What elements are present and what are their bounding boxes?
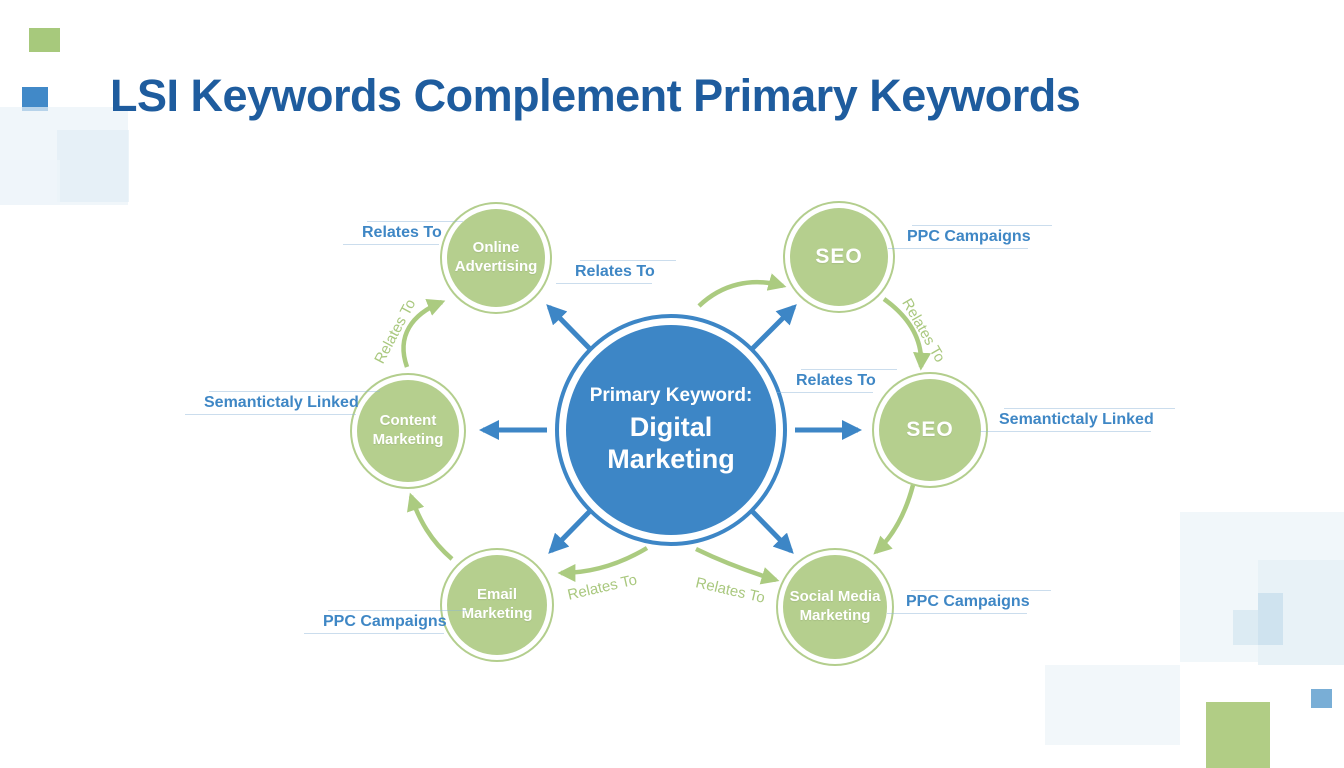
node-content-marketing: Content Marketing xyxy=(350,373,466,489)
deco-faded-square xyxy=(1258,593,1283,645)
label-semantically-linked-right: Semantictaly Linked xyxy=(980,408,1175,432)
primary-keyword-prefix: Primary Keyword: xyxy=(589,384,753,406)
arrow-center-bottom-to-social-media xyxy=(695,546,780,585)
label-ppc-campaigns-bottom-left: PPC Campaigns xyxy=(304,610,468,634)
deco-green-square-bottom-right xyxy=(1206,702,1270,768)
arrow-email-to-content-marketing xyxy=(407,492,454,561)
label-relates-to-seo-right: Relates To xyxy=(777,369,897,393)
node-social-media: Social Media Marketing xyxy=(776,548,894,666)
node-content-marketing-label: Content Marketing xyxy=(372,412,444,448)
node-primary-keyword: Primary Keyword: Digital Marketing xyxy=(555,314,787,546)
label-relates-to-online-advertising: Relates To xyxy=(343,221,463,245)
arrow-seo-right-to-social-media xyxy=(873,484,916,555)
page-title: LSI Keywords Complement Primary Keywords xyxy=(110,70,1081,122)
deco-faded-square xyxy=(1045,665,1180,745)
label-semantically-linked-left: Semantictaly Linked xyxy=(185,391,380,415)
node-online-advertising: Online Advertising xyxy=(440,202,552,314)
arrow-center-to-email-marketing xyxy=(548,506,595,554)
node-seo-top: SEO xyxy=(783,201,895,313)
primary-keyword-line1: Digital xyxy=(629,411,713,442)
deco-faded-square xyxy=(57,130,129,202)
arrow-seo-top-to-seo-right xyxy=(882,297,931,371)
node-seo-top-label: SEO xyxy=(815,244,863,268)
arrow-center-bottom-to-email-marketing xyxy=(557,546,649,582)
node-email-marketing-label: Email Marketing xyxy=(461,586,533,622)
arrow-content-to-online-advertising xyxy=(401,298,446,368)
node-seo-right-label: SEO xyxy=(906,417,954,441)
node-email-marketing: Email Marketing xyxy=(440,548,554,662)
node-seo-right: SEO xyxy=(872,372,988,488)
label-ppc-campaigns-bottom-right: PPC Campaigns xyxy=(887,590,1051,614)
arrow-center-to-online-advertising xyxy=(546,304,595,354)
node-primary-keyword-fill: Primary Keyword: Digital Marketing xyxy=(566,325,776,535)
node-social-media-label: Social Media Marketing xyxy=(789,588,881,624)
deco-green-square-top-left xyxy=(29,28,60,52)
label-ppc-campaigns-top-right: PPC Campaigns xyxy=(888,225,1052,249)
arrow-center-top-to-seo-top xyxy=(697,273,787,308)
label-relates-to-seo-top: Relates To xyxy=(556,260,676,284)
arrow-center-to-social-media xyxy=(747,506,794,554)
deco-faded-square xyxy=(0,160,60,205)
node-online-advertising-label: Online Advertising xyxy=(454,239,538,275)
primary-keyword-line2: Marketing xyxy=(607,444,735,474)
arrow-center-to-seo-top xyxy=(747,304,797,354)
deco-blue-square-bottom-right xyxy=(1311,689,1332,708)
